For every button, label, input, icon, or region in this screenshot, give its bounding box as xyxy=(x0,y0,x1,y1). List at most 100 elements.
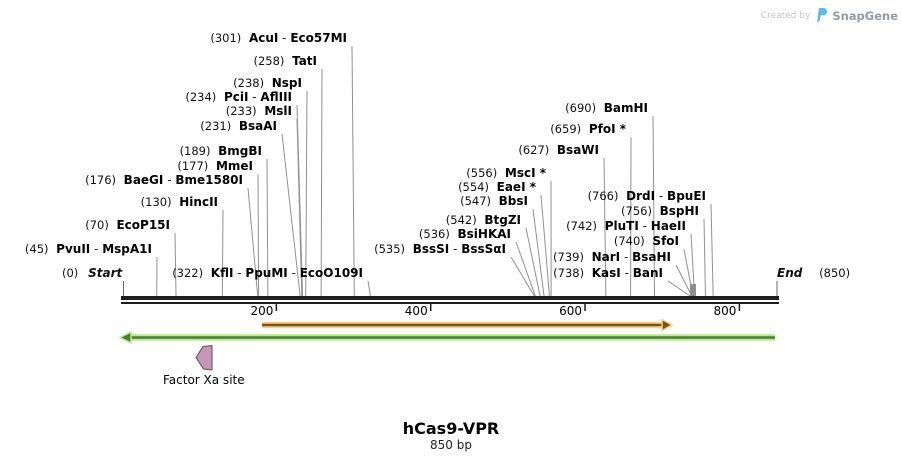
end-label[interactable]: End (850) xyxy=(777,267,850,280)
site-label-536[interactable]: (536) BsiHKAI xyxy=(91,228,511,241)
enzyme-separator: ‑ xyxy=(638,219,651,233)
site-label-176[interactable]: (176) BaeGI ‑ Bme1580I xyxy=(0,174,243,187)
site-label-542[interactable]: (542) BtgZI xyxy=(101,214,521,227)
site-label-45[interactable]: (45) PvuII ‑ MspA1I xyxy=(0,243,152,256)
site-label-690[interactable]: (690) BamHI xyxy=(228,102,648,115)
site-label-535[interactable]: (535) BssSI ‑ BssSαI xyxy=(86,243,506,256)
enzyme-name: BpuEI xyxy=(667,189,706,203)
site-label-738[interactable]: (738) KasI ‑ BanI xyxy=(243,267,663,280)
site-label-554[interactable]: (554) EaeI * xyxy=(116,181,536,194)
site-label-766[interactable]: (766) DrdI ‑ BpuEI xyxy=(286,190,706,203)
enzyme-name: NarI xyxy=(591,250,621,264)
enzyme-separator: ‑ xyxy=(287,266,300,280)
leader-line xyxy=(675,264,693,298)
start-name: Start xyxy=(88,266,123,280)
enzyme-name: PvuII xyxy=(56,242,91,256)
site-label-130[interactable]: (130) HincII xyxy=(0,196,218,209)
brand-name-text: SnapGene xyxy=(832,8,898,23)
site-position: (258) xyxy=(253,54,285,68)
leader-line xyxy=(367,280,372,298)
site-position: (70) xyxy=(85,218,109,232)
enzyme-name: HincII xyxy=(179,195,218,209)
site-label-301[interactable]: (301) AcuI ‑ Eco57MI xyxy=(0,32,347,45)
site-label-627[interactable]: (627) BsaWI xyxy=(179,144,599,157)
enzyme-name: MspA1I xyxy=(102,242,152,256)
site-position: (233) xyxy=(225,104,257,118)
enzyme-name: BsaWI xyxy=(556,143,599,157)
enzyme-name: BaeGI xyxy=(123,173,164,187)
enzyme-name: BanI xyxy=(632,266,663,280)
enzyme-name: BsiHKAI xyxy=(457,227,512,241)
site-label-742[interactable]: (742) PluTI ‑ HaeII xyxy=(266,220,686,233)
factor-xa-label: Factor Xa site xyxy=(163,373,245,387)
enzyme-name: PpuMI xyxy=(245,266,288,280)
map-title: hCas9-VPR xyxy=(402,419,500,438)
enzyme-separator: ‑ xyxy=(248,90,261,104)
enzyme-name: KasI xyxy=(591,266,621,280)
start-position: (0) xyxy=(62,266,79,280)
factor-xa-marker[interactable] xyxy=(195,344,213,371)
enzyme-name: KflI xyxy=(210,266,234,280)
site-label-556[interactable]: (556) MscI * xyxy=(126,167,546,180)
enzyme-name: Eco57MI xyxy=(290,31,347,45)
ruler-tick-label: 800 xyxy=(713,304,737,318)
site-position: (766) xyxy=(587,189,619,203)
leader-line xyxy=(247,187,259,298)
enzyme-separator: ‑ xyxy=(655,189,668,203)
site-position: (690) xyxy=(565,101,597,115)
site-position: (536) xyxy=(418,227,450,241)
site-label-234[interactable]: (234) PciI ‑ AflIII xyxy=(0,91,292,104)
leader-line xyxy=(305,90,308,298)
enzyme-name: BspHI xyxy=(659,204,699,218)
site-label-189[interactable]: (189) BmgBI xyxy=(0,145,262,158)
site-label-756[interactable]: (756) BspHI xyxy=(279,205,699,218)
site-label-233[interactable]: (233) MslI xyxy=(0,105,292,118)
snapgene-logo-icon xyxy=(817,8,828,23)
enzyme-name: MslI xyxy=(264,104,292,118)
leader-line xyxy=(257,173,260,298)
site-label-70[interactable]: (70) EcoP15I xyxy=(0,219,170,232)
site-label-739[interactable]: (739) NarI ‑ BsaHI xyxy=(251,251,671,264)
leader-line xyxy=(603,157,607,298)
ruler-tick xyxy=(429,304,432,311)
leader-line xyxy=(667,280,692,298)
map-bar-top xyxy=(121,296,779,300)
enzyme-separator: ‑ xyxy=(620,250,633,264)
site-label-238[interactable]: (238) NspI xyxy=(0,77,302,90)
site-label-258[interactable]: (258) TatI xyxy=(0,55,317,68)
site-label-740[interactable]: (740) SfoI xyxy=(259,235,679,248)
site-position: (542) xyxy=(445,213,477,227)
enzyme-separator: ‑ xyxy=(278,31,291,45)
leader-line xyxy=(351,45,355,298)
site-label-547[interactable]: (547) BbsI xyxy=(108,195,528,208)
enzyme-name: PluTI xyxy=(604,219,639,233)
site-position: (547) xyxy=(460,194,492,208)
enzyme-name: BtgZI xyxy=(484,213,521,227)
leader-line xyxy=(266,158,269,298)
site-label-231[interactable]: (231) BsaAI xyxy=(0,120,277,133)
enzyme-name: BssSαI xyxy=(461,242,506,256)
leader-line xyxy=(281,133,301,298)
leader-line xyxy=(296,104,304,298)
reverse-feature-arrowhead xyxy=(118,330,132,345)
enzyme-separator: ‑ xyxy=(620,266,633,280)
site-position: (738) xyxy=(553,266,585,280)
site-label-177[interactable]: (177) MmeI xyxy=(0,160,253,173)
ruler-tick-label: 400 xyxy=(404,304,428,318)
site-label-659[interactable]: (659) PfoI * xyxy=(206,123,626,136)
site-label-322[interactable]: (322) KflI ‑ PpuMI ‑ EcoO109I xyxy=(0,267,363,280)
site-position: (45) xyxy=(24,242,49,256)
site-position: (535) xyxy=(374,242,406,256)
enzyme-name: AflIII xyxy=(260,90,292,104)
site-position: (322) xyxy=(172,266,204,280)
enzyme-name: AcuI xyxy=(248,31,279,45)
site-position: (189) xyxy=(179,144,211,158)
leader-line xyxy=(515,241,537,298)
enzyme-name: NspI xyxy=(271,76,302,90)
start-label[interactable]: (0) Start xyxy=(62,267,122,280)
enzyme-separator: ‑ xyxy=(233,266,246,280)
site-position: (130) xyxy=(140,195,172,209)
site-cluster-tick xyxy=(690,284,696,297)
